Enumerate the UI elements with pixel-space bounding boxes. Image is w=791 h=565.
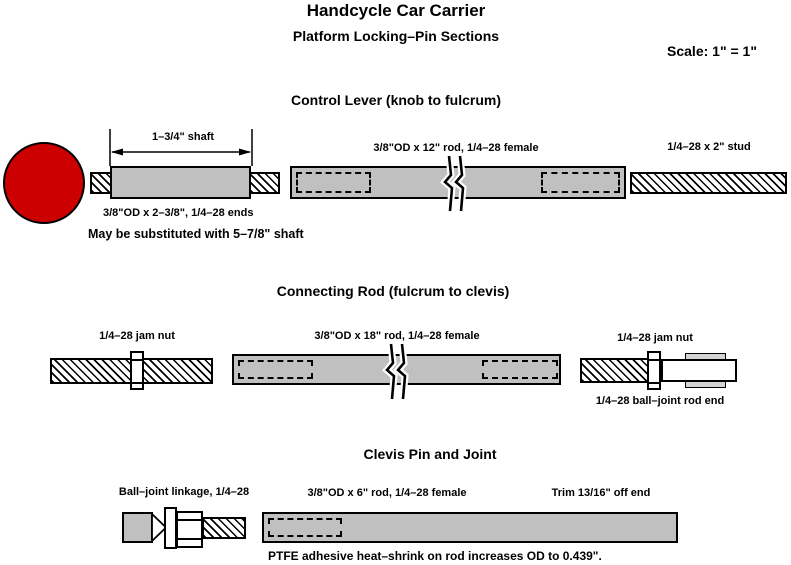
- ball-joint-taper: [151, 511, 168, 544]
- shaft-label: 3/8"OD x 2–3/8", 1/4–28 ends: [103, 207, 254, 219]
- trim-label: Trim 13/16" off end: [551, 487, 651, 499]
- section-heading-clevis: Clevis Pin and Joint: [363, 446, 497, 462]
- ptfe-note: PTFE adhesive heat–shrink on rod increas…: [268, 549, 602, 563]
- right-jam-nut: [647, 351, 661, 390]
- shaft-thread-left: [90, 172, 112, 194]
- rod6-body: [262, 512, 678, 543]
- linkage-hex-body: [176, 511, 203, 548]
- left-jam-nut-label: 1/4–28 jam nut: [99, 330, 175, 342]
- page-title: Handcycle Car Carrier: [306, 1, 486, 20]
- ball-joint-rod-end-label: 1/4–28 ball–joint rod end: [595, 395, 725, 407]
- stud-label: 1/4–28 x 2" stud: [667, 141, 751, 153]
- rod6-thread-left: [268, 518, 342, 537]
- linkage-label: Ball–joint linkage, 1/4–28: [118, 486, 250, 498]
- rod12-thread-left: [296, 172, 371, 193]
- knob-circle: [3, 142, 85, 224]
- left-jam-nut: [130, 351, 144, 390]
- shaft-body: [110, 166, 251, 199]
- rod18-break-mark: [382, 343, 409, 400]
- section-heading-connecting-rod: Connecting Rod (fulcrum to clevis): [276, 283, 510, 299]
- rod12-label: 3/8"OD x 12" rod, 1/4–28 female: [373, 142, 539, 154]
- threaded-rod-right: [580, 358, 649, 383]
- stud-body: [630, 172, 787, 194]
- shaft-dimension-label: 1–3/4" shaft: [151, 131, 215, 143]
- right-jam-nut-label: 1/4–28 jam nut: [617, 332, 693, 344]
- rod12-thread-right: [541, 172, 620, 193]
- ball-joint-ball: [122, 512, 153, 543]
- scale-note: Scale: 1" = 1": [667, 43, 757, 59]
- section-heading-control-lever: Control Lever (knob to fulcrum): [291, 92, 501, 108]
- shaft-dimension-arrow: [109, 129, 253, 166]
- ball-joint-rod-end-body: [661, 359, 737, 382]
- shaft-thread-right: [249, 172, 280, 194]
- rod12-break-mark: [440, 155, 467, 212]
- linkage-threaded-stud: [202, 517, 246, 539]
- rod6-label: 3/8"OD x 6" rod, 1/4–28 female: [307, 487, 467, 499]
- rod18-label: 3/8"OD x 18" rod, 1/4–28 female: [314, 330, 480, 342]
- page-subtitle: Platform Locking–Pin Sections: [292, 28, 500, 44]
- substitution-note: May be substituted with 5–7/8" shaft: [88, 227, 304, 241]
- rod18-thread-left: [238, 360, 313, 379]
- rod18-thread-right: [482, 360, 558, 379]
